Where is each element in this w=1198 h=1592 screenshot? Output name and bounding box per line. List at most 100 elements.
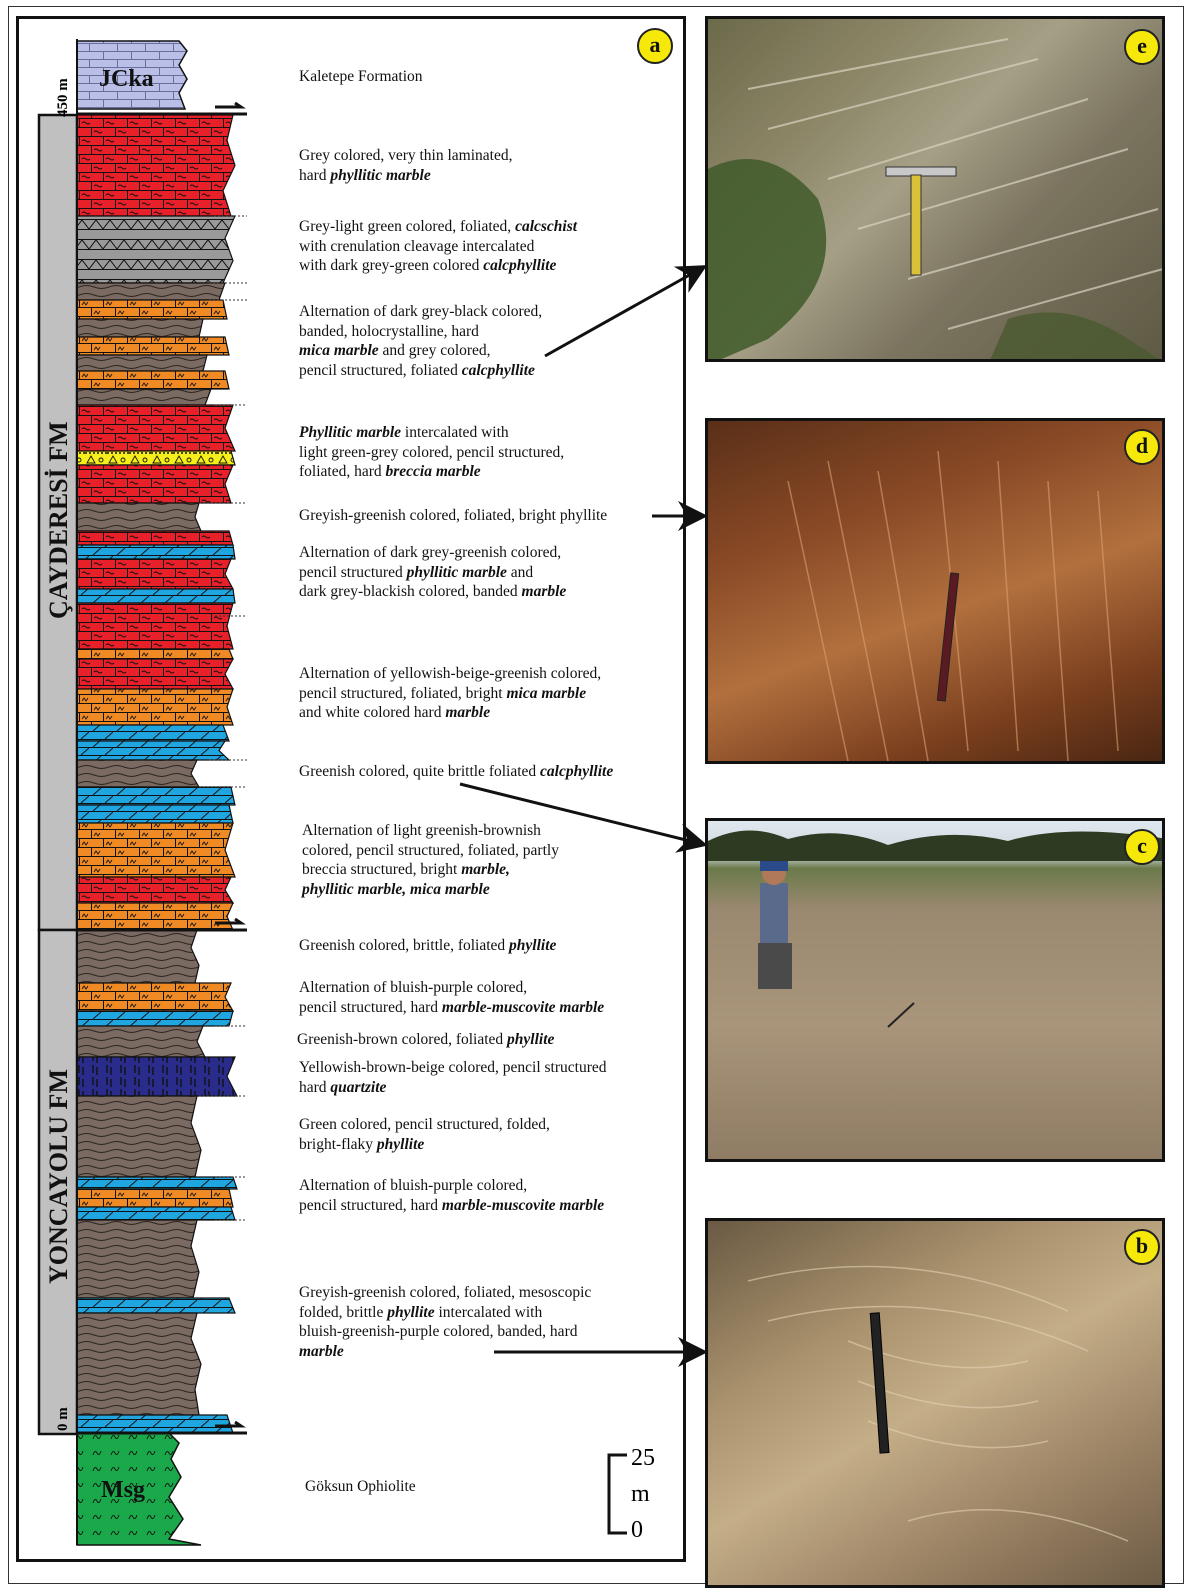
lithology-layer (77, 355, 207, 371)
lithology-term: phyllite (377, 1136, 424, 1153)
lithology-term: quartzite (330, 1079, 386, 1096)
lithology-layer (77, 389, 211, 405)
lithology-term: marble-muscovite marble (442, 1197, 604, 1214)
description-text: and white colored hard (299, 704, 445, 721)
panel-c-badge: c (1124, 829, 1160, 865)
description-text: with crenulation cleavage intercalated (299, 238, 534, 255)
lithology-layer (77, 545, 235, 559)
lithology-layer (77, 760, 199, 787)
description-text: with dark grey-green colored (299, 257, 483, 274)
description-text: pencil structured, foliated (299, 362, 462, 379)
lithology-term: phyllite (507, 1031, 554, 1048)
description-text: Greyish-greenish colored, foliated, brig… (299, 507, 607, 524)
photo-b: b (705, 1218, 1165, 1588)
description-18: Göksun Ophiolite (305, 1477, 416, 1497)
lithology-layer (77, 930, 199, 983)
description-text: Kaletepe Formation (299, 68, 423, 85)
lithology-term: phyllite (387, 1304, 434, 1321)
lithology-term: marble (299, 1343, 344, 1360)
yoncayolu-formation-name: YONCAYOLU FM (44, 1069, 73, 1284)
photo-c: c (705, 818, 1165, 1162)
caydersi-formation-name: ÇAYDERESİ FM (44, 421, 73, 619)
lithology-layer (77, 903, 233, 930)
description-text: bluish-greenish-purple colored, banded, … (299, 1323, 577, 1340)
lithology-layer (77, 451, 235, 465)
description-text: folded, brittle (299, 1304, 387, 1321)
lithology-layer (77, 1026, 205, 1057)
lithology-term: calcphyllite (540, 763, 613, 780)
lithology-term: phyllite (509, 937, 556, 954)
panel-b-badge: b (1124, 1229, 1160, 1265)
lithology-layer (77, 1057, 237, 1096)
lithology-term: marble (522, 583, 567, 600)
description-3: Grey-light green colored, foliated, calc… (299, 217, 577, 276)
msg-label: Msg (101, 1477, 145, 1503)
lithology-layer (77, 1313, 201, 1415)
description-4: Alternation of dark grey-black colored, b… (299, 302, 542, 380)
description-text: Alternation of bluish-purple colored, (299, 979, 527, 996)
description-text: and (507, 564, 533, 581)
description-text: pencil structured, hard (299, 1197, 442, 1214)
description-7: Alternation of dark grey-greenish colore… (299, 543, 566, 602)
scale-unit: m (631, 1481, 650, 1507)
description-16: Alternation of bluish-purple colored,pen… (299, 1176, 604, 1215)
description-1: Kaletepe Formation (299, 67, 423, 87)
description-text: Alternation of light greenish-brownish (302, 822, 541, 839)
description-text: breccia structured, bright (302, 861, 461, 878)
lithology-layer (77, 319, 203, 337)
description-text: Alternation of dark grey-black colored, (299, 303, 542, 320)
lithology-layer (77, 659, 233, 689)
description-text: intercalated with (435, 1304, 543, 1321)
lithology-layer (77, 531, 233, 545)
height-label-bottom: 0 m (55, 1407, 71, 1431)
description-text: bright-flaky (299, 1136, 377, 1153)
description-text: Yellowish-brown-beige colored, pencil st… (299, 1059, 607, 1076)
scale-top: 25 (631, 1445, 655, 1471)
description-6: Greyish-greenish colored, foliated, brig… (299, 506, 607, 526)
description-text: Göksun Ophiolite (305, 1478, 416, 1495)
scale-bar (609, 1455, 627, 1533)
description-text: dark grey-blackish colored, banded (299, 583, 522, 600)
lithology-layer (77, 983, 233, 1011)
description-text: foliated, hard (299, 463, 386, 480)
description-text: Grey colored, very thin laminated, (299, 147, 512, 164)
photo-d: d (705, 418, 1165, 764)
description-2: Grey colored, very thin laminated,hard p… (299, 146, 512, 185)
lithology-layer (77, 300, 227, 319)
lithology-layer (77, 1177, 237, 1189)
lithology-term: phyllitic marble, mica marble (302, 881, 490, 898)
description-text: hard (299, 167, 330, 184)
lithology-layer (77, 1298, 235, 1313)
lithology-term: marble-muscovite marble (442, 999, 604, 1016)
lithology-layer (77, 1220, 199, 1298)
lithology-layer (77, 1415, 233, 1433)
lithology-layer (77, 689, 233, 725)
description-text: banded, holocrystalline, hard (299, 323, 479, 340)
lithology-layer (77, 405, 235, 451)
description-text: colored, pencil structured, foliated, pa… (302, 842, 559, 859)
lithology-layer (77, 115, 235, 216)
description-11: Greenish colored, brittle, foliated phyl… (299, 936, 556, 956)
lithology-term: breccia marble (386, 463, 481, 480)
lithology-layer (77, 1207, 235, 1220)
lithology-layer (77, 559, 233, 589)
description-text: Greenish colored, quite brittle foliated (299, 763, 540, 780)
lithology-layer (77, 603, 233, 649)
description-text: Grey-light green colored, foliated, (299, 218, 515, 235)
lithology-layer (77, 787, 235, 805)
description-text: Alternation of dark grey-greenish colore… (299, 544, 561, 561)
description-12: Alternation of bluish-purple colored,pen… (299, 978, 604, 1017)
photo-e: e (705, 16, 1165, 362)
lithology-term: mica marble (506, 685, 586, 702)
lithology-layer (77, 1096, 201, 1177)
description-14: Yellowish-brown-beige colored, pencil st… (299, 1058, 607, 1097)
lithology-layer (77, 823, 235, 877)
scale-bottom: 0 (631, 1517, 643, 1543)
lithology-term: calcphyllite (483, 257, 556, 274)
panel-d-badge: d (1124, 429, 1160, 465)
description-8: Alternation of yellowish-beige-greenish … (299, 664, 601, 723)
lithology-layer (77, 337, 229, 355)
lithology-layer (77, 216, 235, 283)
lithology-layer (77, 805, 233, 823)
